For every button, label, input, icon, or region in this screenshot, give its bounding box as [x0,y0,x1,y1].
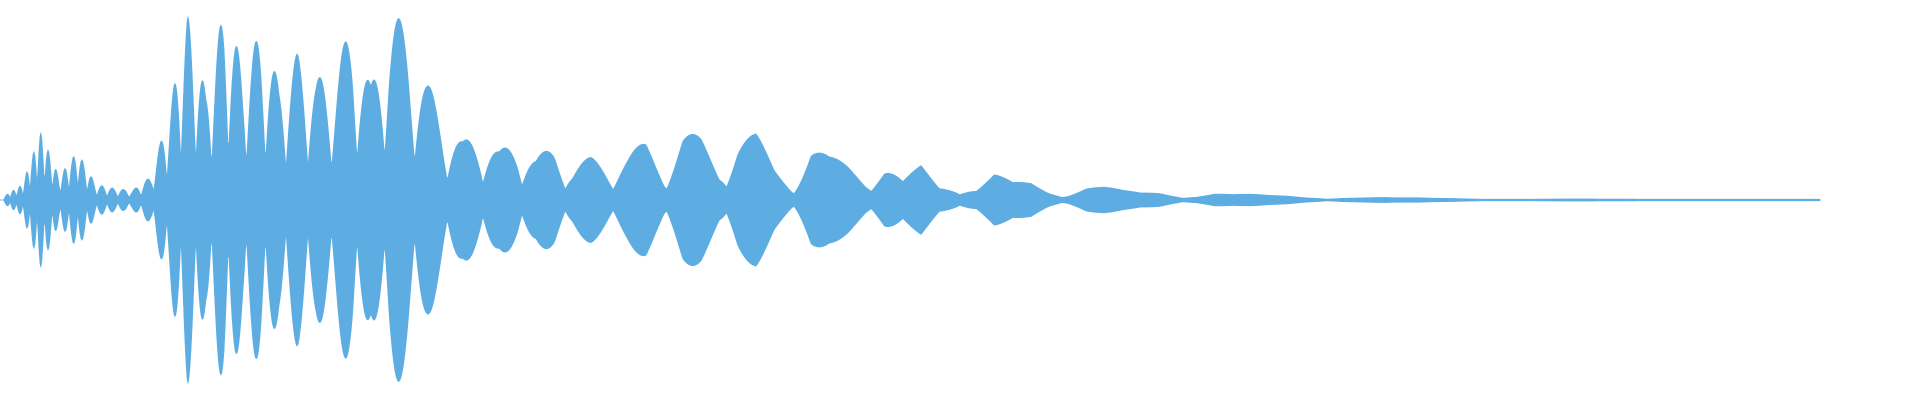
waveform-shape [3,16,1821,384]
